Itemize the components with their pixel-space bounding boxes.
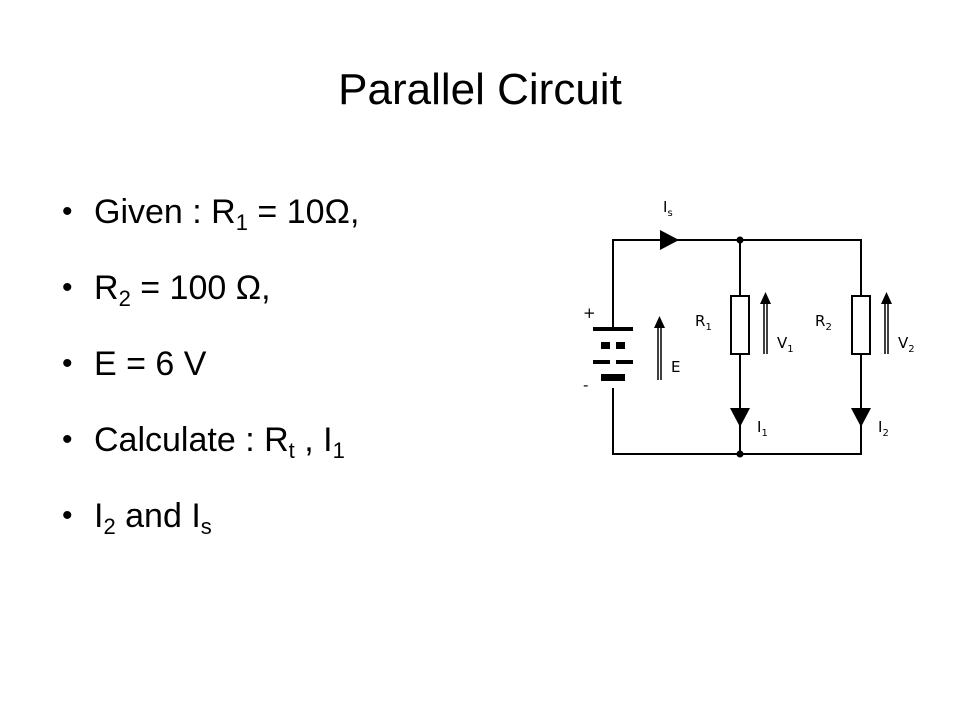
v1-arrow: [760, 292, 771, 354]
bullet-dot: •: [62, 271, 73, 304]
i1-label: I1: [757, 418, 768, 439]
bullet-text: = 100 Ω,: [130, 269, 271, 307]
bullet-item: • I2 and Is: [62, 490, 359, 566]
slide-title: Parallel Circuit: [338, 65, 622, 114]
battery-symbol: [593, 327, 633, 381]
bullet-subscript: 1: [235, 210, 248, 235]
parallel-circuit-diagram: + - E Is R1 V1 I1 R2 V2 I2: [583, 198, 915, 458]
v1-label: V1: [777, 334, 794, 355]
bullet-text: Calculate : R: [94, 421, 289, 459]
bullet-text: E = 6 V: [94, 345, 207, 383]
i2-arrow: [851, 408, 871, 427]
bullet-text: , I: [294, 421, 333, 459]
source-current-label: Is: [663, 198, 673, 219]
bullet-list: •Given : R1 = 10Ω,•R2 = 100 Ω,•E = 6 V•C…: [62, 186, 359, 566]
junction-dot-top: [736, 236, 744, 244]
r2-label: R2: [815, 312, 832, 333]
v2-label: V2: [898, 334, 915, 355]
source-current-arrow: [660, 230, 679, 250]
bullet-dot: •: [62, 347, 73, 380]
bullet-text: = 10Ω,: [247, 193, 360, 231]
bullet-subscript: t: [288, 438, 295, 463]
bullet-subscript: 1: [332, 438, 345, 463]
battery-plus-sign: +: [583, 304, 596, 322]
bullet-item: • Calculate : Rt , I1: [62, 414, 359, 490]
battery-minus-sign: -: [583, 376, 588, 394]
bullet-subscript: 2: [103, 514, 116, 539]
bullet-text: and I: [115, 497, 201, 535]
i1-arrow: [730, 408, 750, 427]
i2-label: I2: [878, 418, 889, 439]
bullet-subscript: s: [200, 514, 212, 539]
bullet-subscript: 2: [118, 286, 131, 311]
bullet-text: I: [94, 497, 104, 535]
resistor-r2: [851, 295, 871, 355]
bullet-dot: •: [62, 195, 73, 228]
v2-arrow: [881, 292, 892, 354]
bullet-item: • E = 6 V: [62, 338, 359, 414]
r1-label: R1: [695, 312, 712, 333]
emf-arrow: [654, 316, 665, 380]
bullet-item: • Given : R1 = 10Ω,: [62, 186, 359, 262]
bullet-item: • R2 = 100 Ω,: [62, 262, 359, 338]
resistor-r1: [730, 295, 750, 355]
bullet-text: R: [94, 269, 119, 307]
bullet-dot: •: [62, 423, 73, 456]
bullet-text: Given : R: [94, 193, 236, 231]
emf-label: E: [671, 358, 680, 376]
junction-dot-bottom: [736, 450, 744, 458]
bullet-dot: •: [62, 499, 73, 532]
